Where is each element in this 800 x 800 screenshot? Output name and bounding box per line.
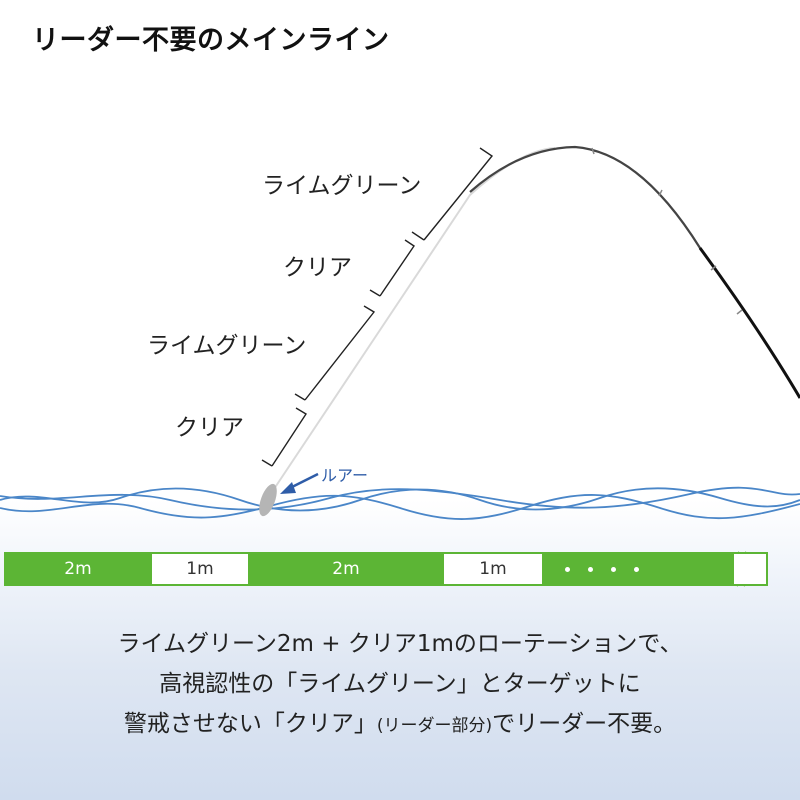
- fishing-line: [267, 147, 556, 499]
- bar-segment-lime-green: 2m: [4, 552, 152, 586]
- bracket-icon: [261, 147, 494, 467]
- ellipsis-dot: [634, 566, 639, 572]
- rod-butt: [698, 247, 800, 399]
- rod-guides-icon: [591, 147, 743, 315]
- lure-label: ルアー: [321, 466, 369, 485]
- bar-segment-end: [734, 552, 768, 586]
- page-title: リーダー不要のメインライン: [32, 25, 390, 56]
- underwater-background: [0, 500, 800, 800]
- bar-segment-clear: 1m: [444, 552, 542, 586]
- lure-icon: [259, 483, 277, 517]
- description: ライムグリーン2m + クリア1mのローテーションで、 高視認性の「ライムグリー…: [0, 624, 800, 746]
- ellipsis-dot: [565, 566, 570, 572]
- bar-segment-lime-green: 2m: [248, 552, 444, 586]
- line-rotation-bar: 2m 1m 2m 1m: [4, 552, 768, 586]
- bar-segment-clear: 1m: [152, 552, 248, 586]
- ellipsis-dot: [588, 566, 593, 572]
- wave-icon: [0, 486, 800, 520]
- description-line-3a: 警戒させない「クリア」: [123, 711, 377, 737]
- description-line-3c: でリーダー不要。: [492, 711, 677, 737]
- description-line-3: 警戒させない「クリア」(リーダー部分)でリーダー不要。: [0, 704, 800, 746]
- description-line-2: 高視認性の「ライムグリーン」とターゲットに: [159, 671, 641, 697]
- segment-label-clear-1: クリア: [283, 255, 352, 281]
- description-line-1: ライムグリーン2m + クリア1mのローテーションで、: [117, 631, 683, 657]
- ellipsis-dot: [611, 566, 616, 572]
- segment-label-lime-green-2: ライムグリーン: [147, 333, 307, 359]
- description-line-3b: (リーダー部分): [376, 716, 493, 736]
- bar-segment-continuation: [542, 552, 734, 586]
- segment-label-lime-green-1: ライムグリーン: [262, 173, 422, 199]
- segment-label-clear-2: クリア: [175, 415, 244, 441]
- fishing-rod-icon: [469, 145, 800, 399]
- arrow-icon: [280, 472, 319, 494]
